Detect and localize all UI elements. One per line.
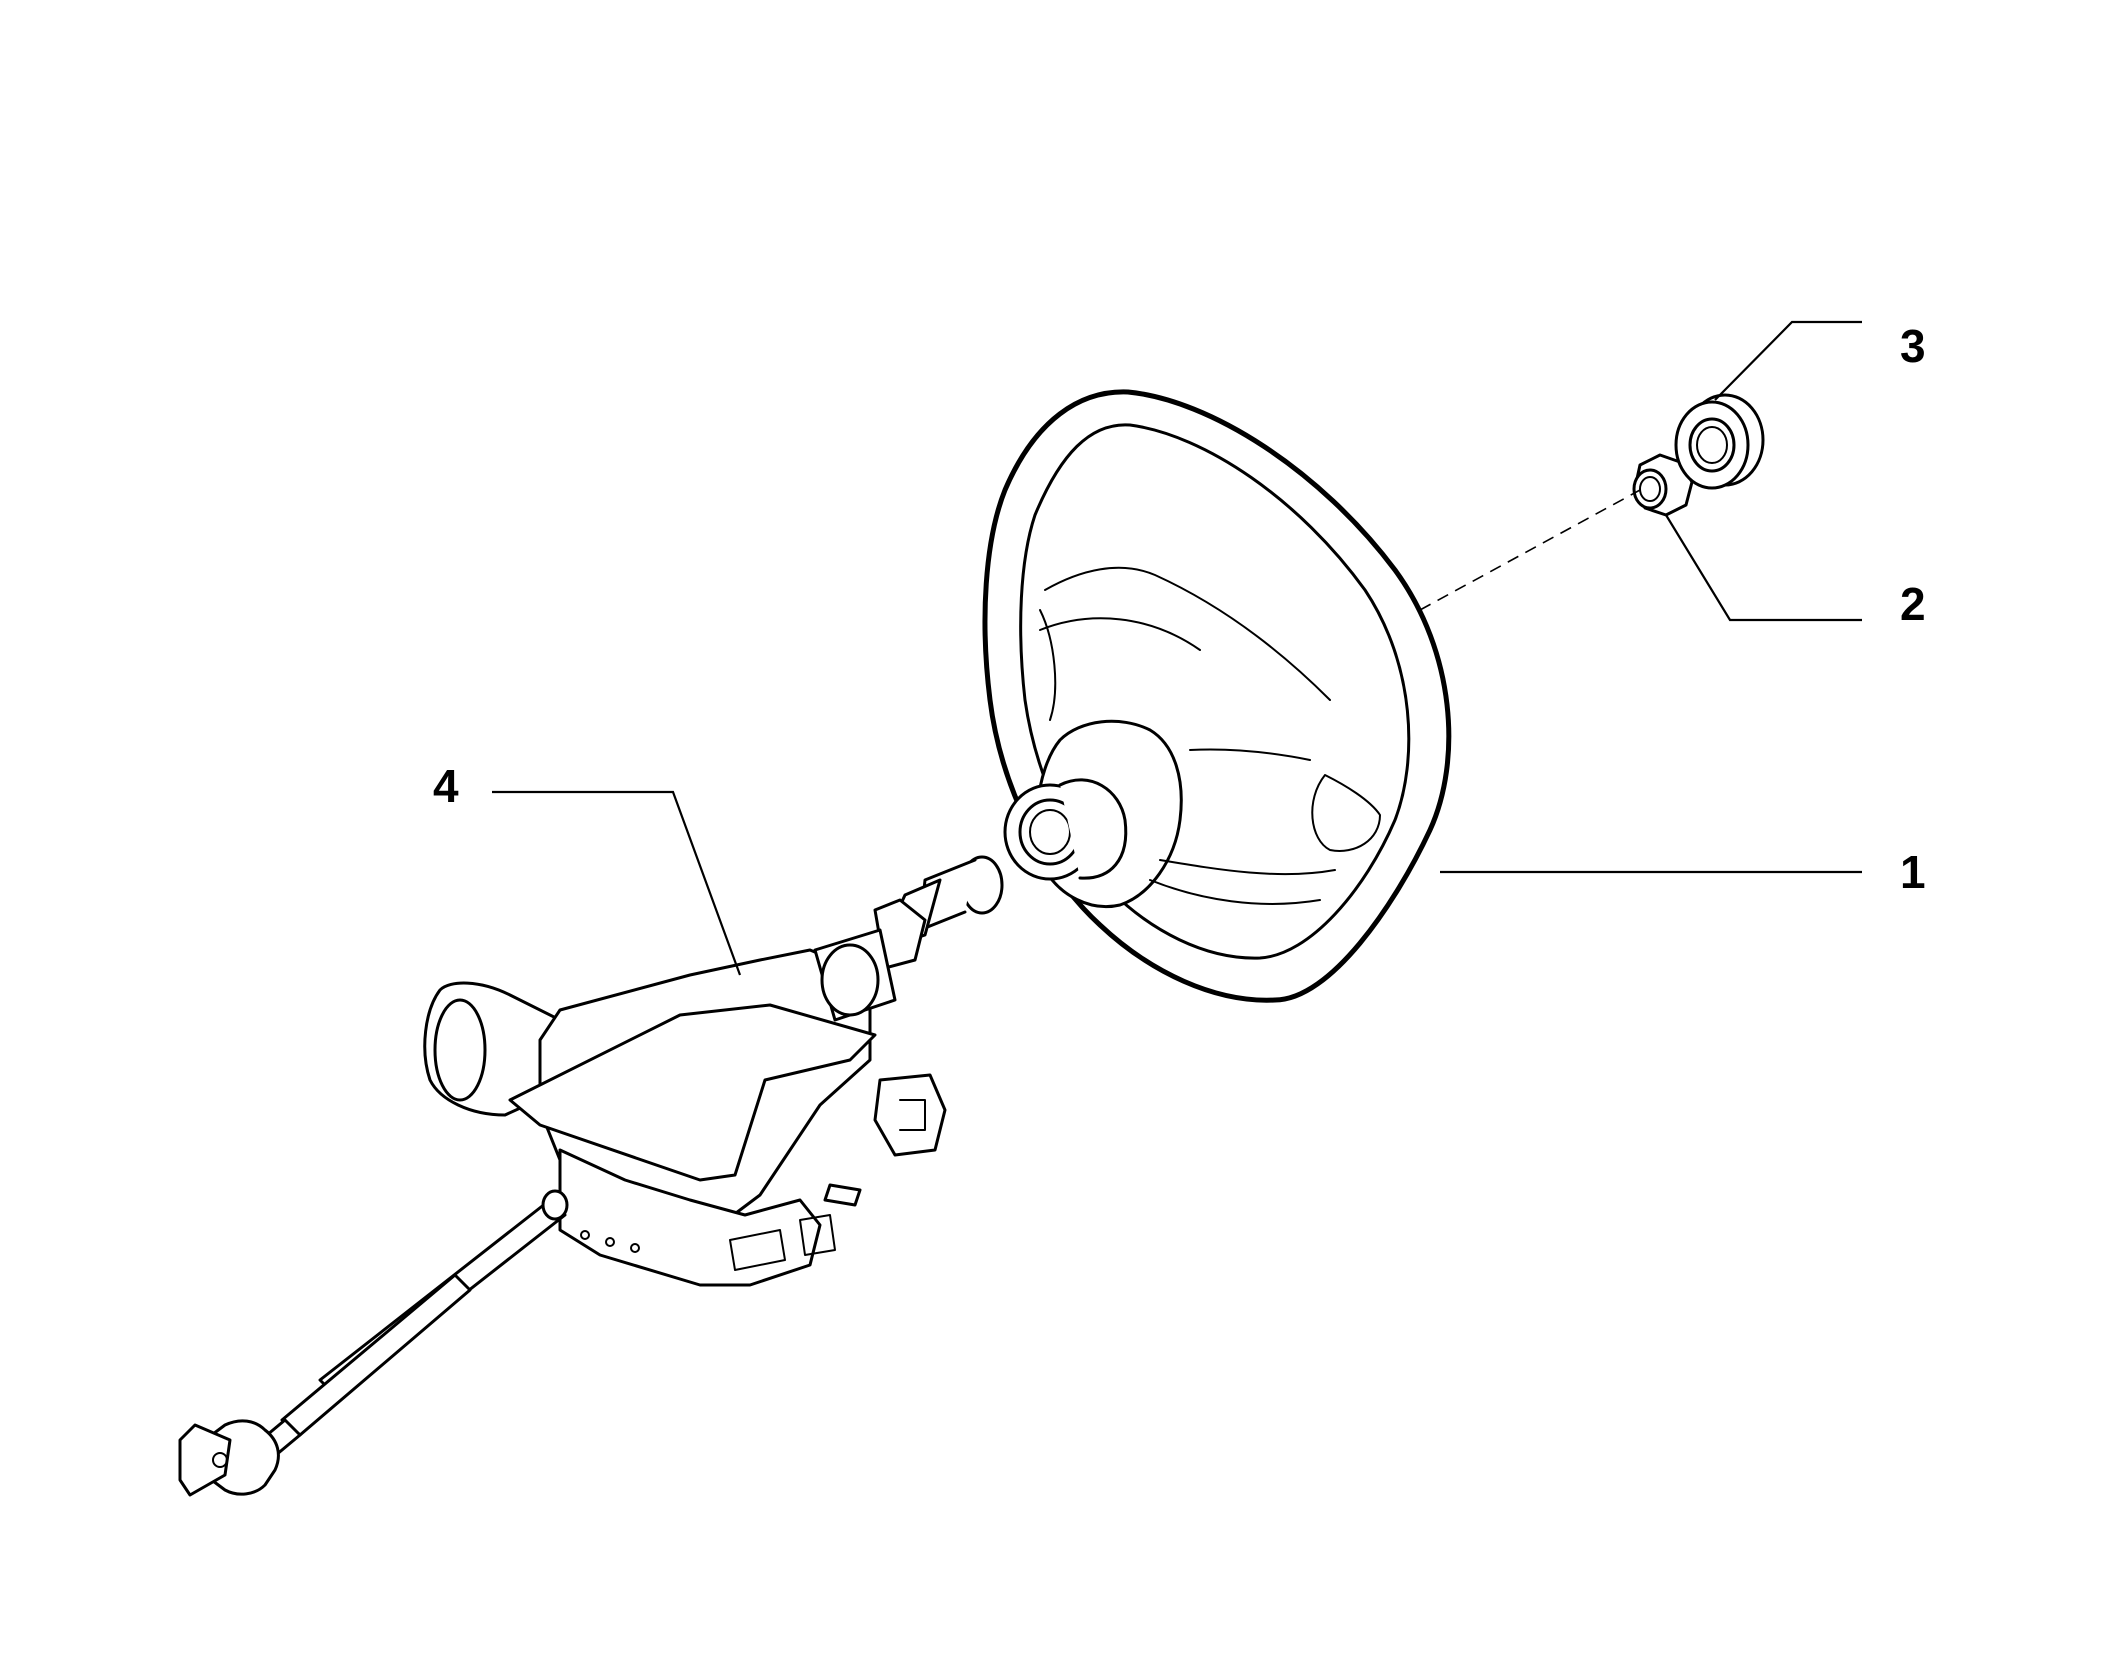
hex-nut-icon[interactable] [1632,453,1694,517]
leader-lines [492,320,1862,976]
callout-4: 4 [433,760,459,812]
callout-1: 1 [1900,846,1926,898]
assembly-axis-line [1419,489,1641,611]
steering-wheel-icon[interactable] [982,389,1452,1003]
callout-3: 3 [1900,320,1926,372]
leader-line-3 [1714,320,1862,401]
leader-line-4 [492,790,742,976]
leader-line-2 [1665,514,1862,622]
steering-column-icon[interactable] [178,855,1004,1497]
washer-cap-icon[interactable] [1674,393,1765,490]
callout-2: 2 [1900,578,1926,630]
